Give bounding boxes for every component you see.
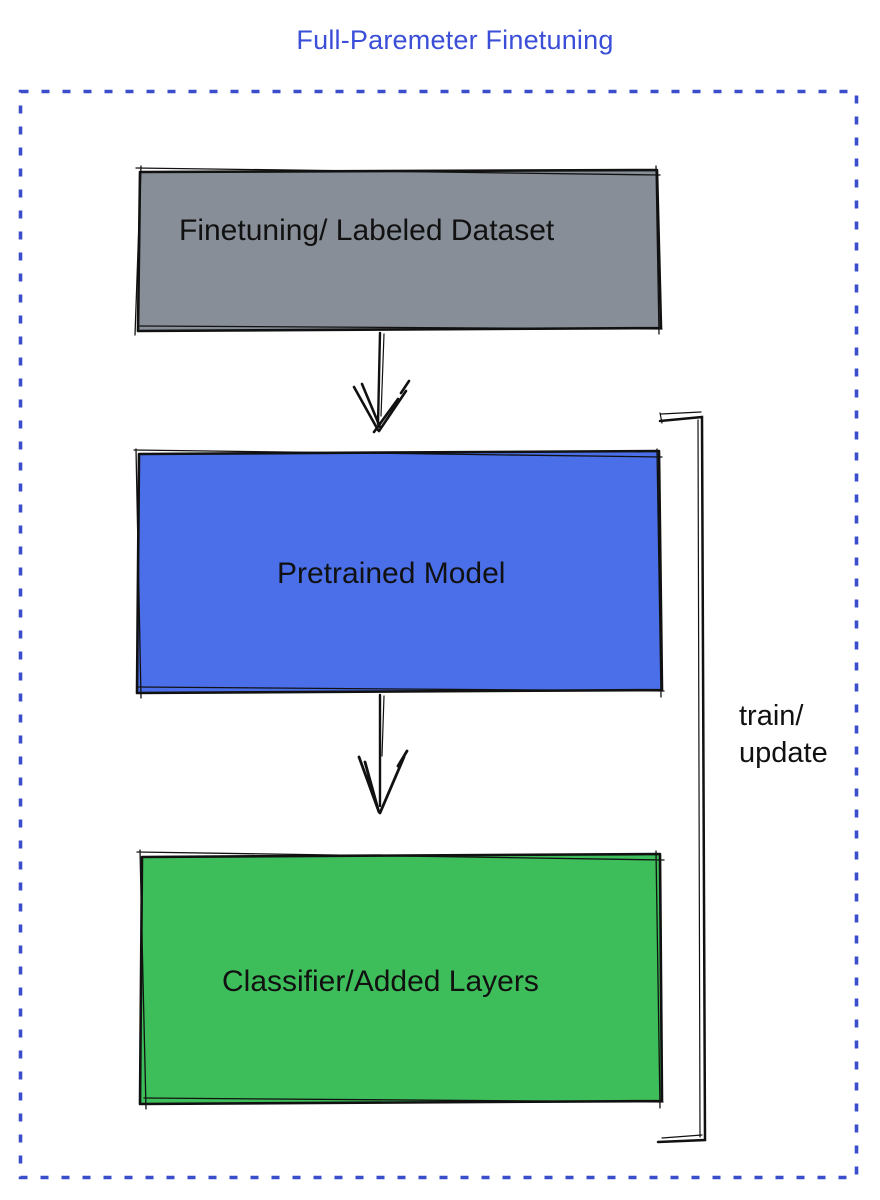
train-update-label: train/ update (739, 700, 828, 769)
arrow-head (357, 749, 409, 815)
edge-dataset-to-pretrained (352, 331, 411, 434)
edge-pretrained-to-classifier (357, 693, 409, 815)
node-label-classifier-added-layers: Classifier/Added Layers (222, 965, 539, 998)
bracket-sketch (659, 411, 703, 1139)
arrow-shaft-sketch (381, 695, 385, 757)
node-finetuning-dataset-sketch (134, 165, 663, 336)
node-classifier-added-layers-body (138, 852, 664, 1106)
arrow-shaft (376, 331, 382, 426)
node-pretrained-model-body (135, 449, 664, 695)
node-classifier-added-layers (136, 849, 665, 1110)
dotted-frame (18, 89, 859, 1180)
arrow-head (352, 379, 411, 434)
node-pretrained-model (133, 448, 665, 699)
node-pretrained-model-sketch (133, 448, 665, 699)
arrow-shaft-sketch (380, 333, 385, 417)
node-label-finetuning-dataset: Finetuning/ Labeled Dataset (179, 214, 555, 247)
node-finetuning-dataset (134, 165, 663, 336)
node-classifier-added-layers-sketch (136, 849, 665, 1110)
node-finetuning-dataset-body (136, 168, 663, 333)
page-title: Full-Paremeter Finetuning (296, 25, 614, 55)
train-update-bracket (656, 411, 707, 1144)
node-label-pretrained-model: Pretrained Model (277, 557, 506, 590)
bracket-main (656, 415, 707, 1144)
